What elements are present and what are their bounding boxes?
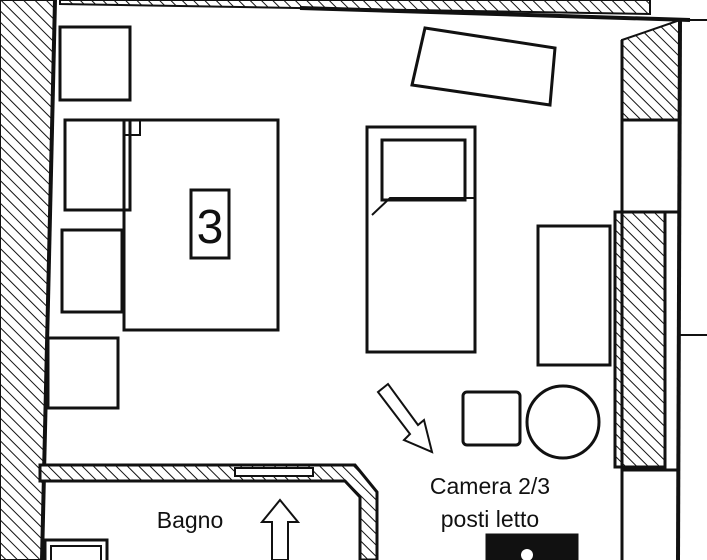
cabinet — [536, 224, 612, 367]
desk — [410, 26, 557, 107]
room-label-line1: Camera 2/3 — [430, 473, 550, 499]
round-table — [525, 384, 601, 460]
nightstand — [60, 228, 124, 314]
left-wall — [0, 0, 57, 560]
double-bed — [122, 118, 280, 332]
room-number: 3 — [197, 201, 224, 254]
door-symbol — [485, 533, 579, 560]
pillow — [380, 138, 467, 202]
bathroom-label: Bagno — [157, 507, 224, 533]
bathroom-window — [234, 467, 314, 477]
right-wall — [621, 18, 681, 121]
chair — [461, 390, 522, 447]
top-wall — [59, 0, 651, 16]
room-number-box — [189, 188, 231, 260]
nightstand — [63, 118, 132, 212]
entry-arrow — [376, 382, 434, 454]
up-arrow — [259, 498, 301, 560]
bathroom-wall — [38, 463, 379, 560]
bathroom-fixture — [43, 538, 109, 560]
single-bed — [365, 125, 477, 354]
nightstand — [46, 336, 120, 410]
door-symbol-dot — [521, 549, 533, 560]
nightstand — [58, 25, 132, 102]
room-label-line2: posti letto — [441, 506, 539, 532]
